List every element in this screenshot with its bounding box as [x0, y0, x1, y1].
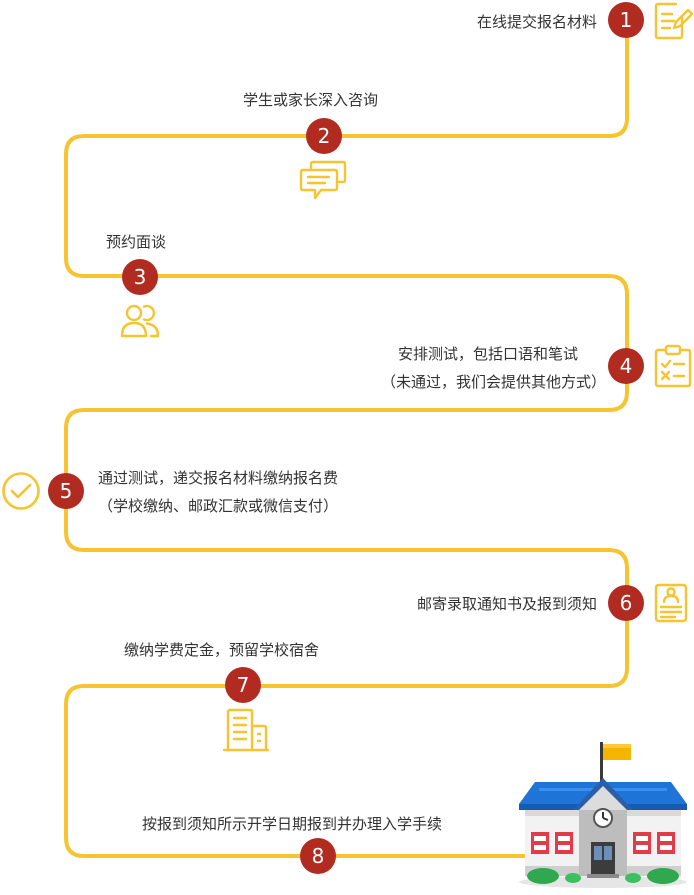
step-1-label: 在线提交报名材料 — [476, 13, 597, 31]
step-7-label: 缴纳学费定金，预留学校宿舍 — [124, 641, 320, 659]
step-5-label: 通过测试，递交报名材料缴纳报名费 — [98, 469, 339, 487]
step-6-badge: 6 — [608, 585, 644, 621]
chat-bubbles-icon — [299, 160, 347, 202]
step-4-badge: 4 — [608, 348, 644, 384]
school-illustration-icon — [515, 738, 691, 888]
notice-letter-icon — [653, 581, 689, 623]
step-5-badge: 5 — [48, 473, 84, 509]
step-8-badge: 8 — [300, 838, 336, 874]
step-2-badge: 2 — [306, 118, 342, 154]
clipboard-checklist-icon — [654, 344, 692, 388]
step-4-note: （未通过，我们会提供其他方式） — [380, 373, 606, 391]
step-1-badge: 1 — [608, 2, 644, 38]
edit-document-icon — [652, 0, 694, 42]
building-icon — [222, 708, 270, 752]
step-5-note: （学校缴纳、邮政汇款或微信支付） — [98, 497, 339, 515]
users-icon — [120, 302, 160, 340]
step-2-label: 学生或家长深入咨询 — [243, 91, 379, 109]
step-4-label: 安排测试，包括口语和笔试 — [397, 345, 578, 363]
step-3-badge: 3 — [122, 259, 158, 295]
step-8-label: 按报到须知所示开学日期报到并办理入学手续 — [142, 815, 443, 833]
check-circle-icon — [1, 471, 41, 511]
step-6-label: 邮寄录取通知书及报到须知 — [416, 595, 597, 613]
step-3-label: 预约面谈 — [106, 233, 167, 251]
step-7-badge: 7 — [225, 667, 261, 703]
